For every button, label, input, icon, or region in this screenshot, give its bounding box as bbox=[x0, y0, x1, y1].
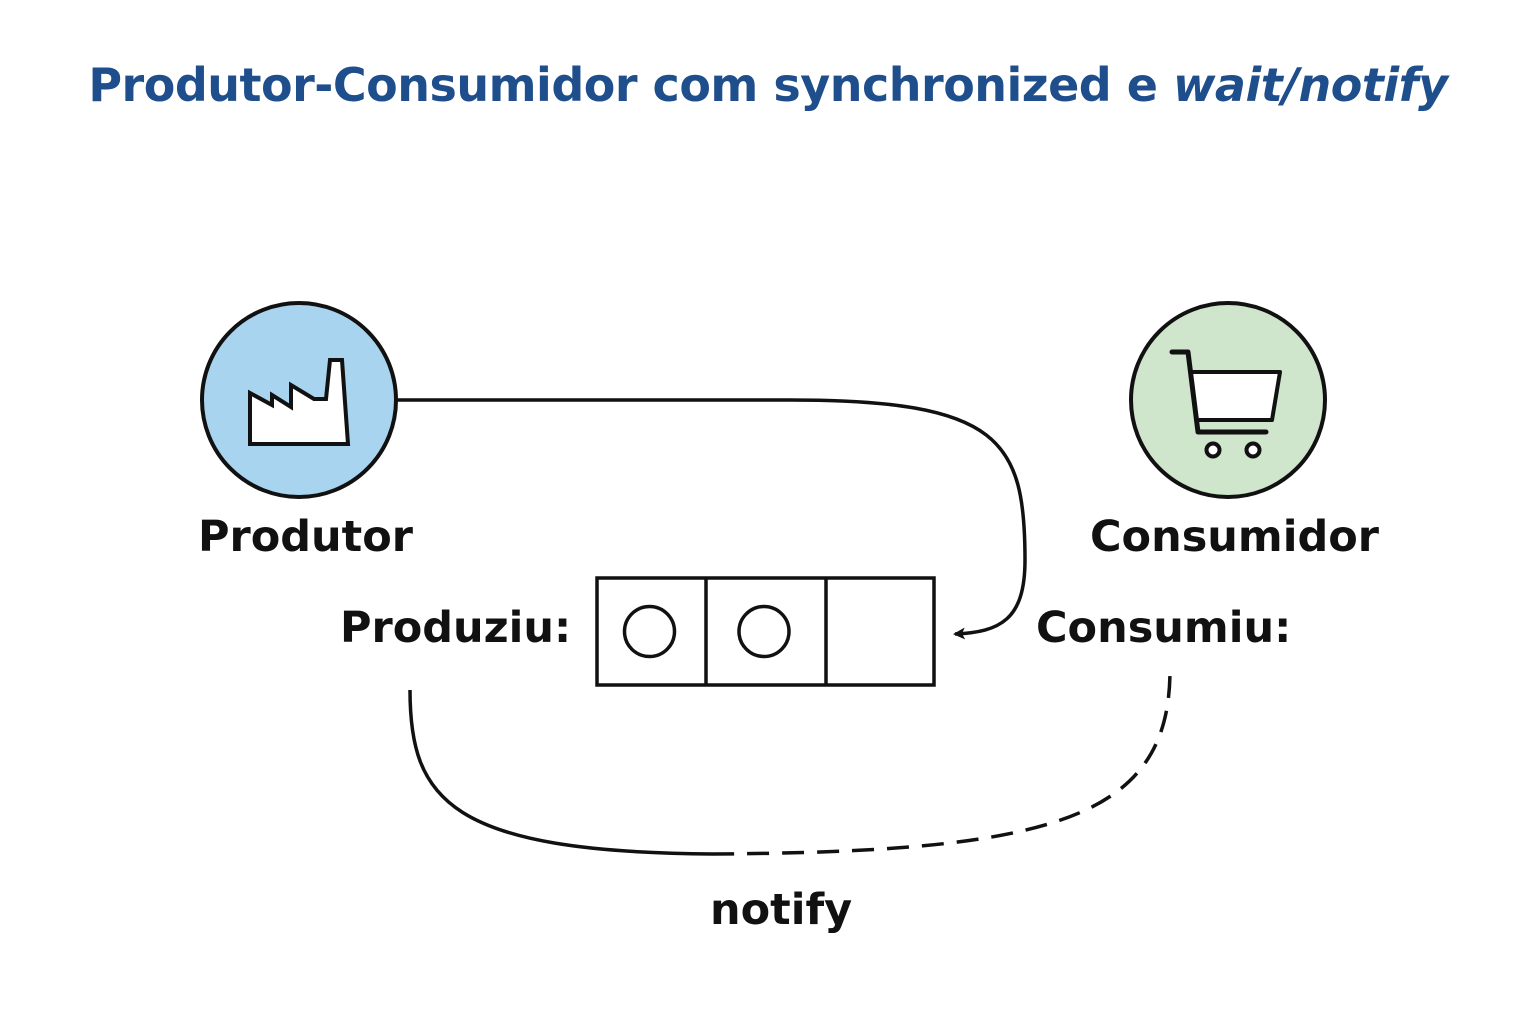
produced-label: Produziu: bbox=[340, 603, 572, 653]
notify-path-solid bbox=[408, 689, 713, 856]
producer-label: Produtor bbox=[198, 512, 413, 562]
buffer-slot bbox=[704, 578, 791, 685]
diagram-title: Produtor-Consumidor com synchronized e w… bbox=[0, 58, 1536, 112]
buffer bbox=[595, 576, 936, 687]
buffer-slot bbox=[622, 604, 677, 659]
title-emphasis: wait/notify bbox=[1172, 58, 1448, 112]
buffer-item bbox=[737, 604, 791, 659]
title-main: Produtor-Consumidor com synchronized e bbox=[88, 58, 1173, 112]
notify-label: notify bbox=[710, 885, 853, 935]
consumer-node bbox=[1129, 301, 1327, 499]
consumed-label: Consumiu: bbox=[1036, 603, 1292, 653]
consumer-label: Consumidor bbox=[1090, 512, 1379, 562]
factory-icon bbox=[248, 358, 351, 446]
buffer-item bbox=[622, 604, 677, 659]
producer-node bbox=[200, 301, 398, 499]
produce-arrow bbox=[397, 398, 1027, 640]
notify-path-dashed bbox=[711, 669, 1172, 856]
shopping-cart-icon bbox=[1169, 349, 1282, 459]
